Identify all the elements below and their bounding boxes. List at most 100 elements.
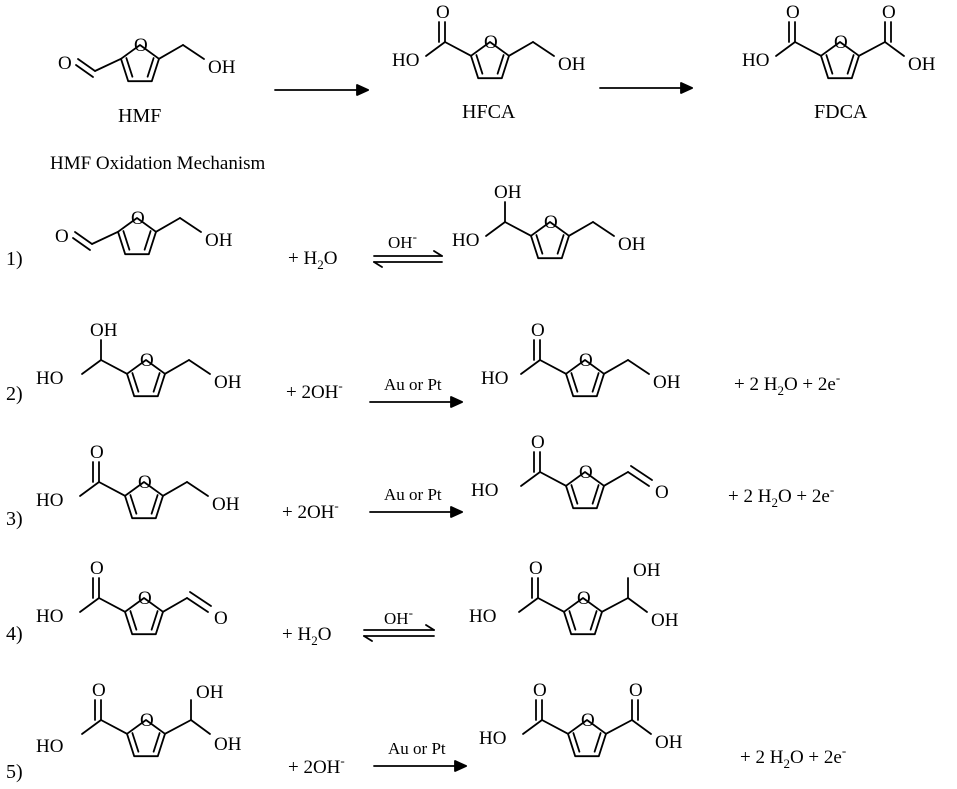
atom-oh: OH [90,320,118,341]
step-5: 5) O HO OH OH O + 2OH- Au or Pt [6,680,846,783]
molecule-fdca: O HO O OH [742,2,936,80]
byproducts: + 2 H2O + 2e- [728,482,834,510]
molecule-formyl-acid: O HO O [471,432,669,510]
reagent: + 2OH- [282,498,339,523]
molecule-acid-hydrate: O HO OH OH [36,680,242,758]
bond [74,231,93,245]
bond [158,44,184,60]
ring-double-bond [593,732,602,753]
atom-o: O [214,608,228,629]
reagent: + 2OH- [288,753,345,778]
bond [520,471,541,487]
ring-double-bond [496,54,505,75]
bond [91,230,119,245]
atom-oh: OH [494,182,522,203]
ring-double-bond [846,54,855,75]
condition: Au or Pt [384,485,442,504]
arrow-head [450,506,463,518]
step-number: 4) [6,623,23,645]
bond [188,359,211,375]
ring-double-bond [475,54,484,75]
molecule-hfca: O HO OH [392,2,586,80]
furan-ring [565,471,605,510]
bond [81,719,102,735]
ring-oxygen: O [581,710,595,731]
atom-ho: HO [479,728,506,749]
step-2: 2) OH HO OH O + 2OH- Au or Pt O [6,320,840,408]
arrow-head [680,82,693,94]
atom-oh: OH [651,610,679,631]
ring-double-bond [150,494,159,515]
ring-oxygen: O [579,350,593,371]
atom-o: O [629,680,643,701]
arrow-half-head [433,250,443,257]
bond [518,597,539,613]
ring-oxygen: O [579,462,593,483]
bond [537,597,565,613]
byproducts: + 2 H2O + 2e- [734,370,840,398]
ring-double-bond [556,234,565,255]
reagent: + 2OH- [286,378,343,403]
furan-ring [124,597,164,636]
step-number: 3) [6,508,23,530]
furan-ring [530,221,570,260]
bond [444,41,472,57]
ring-oxygen: O [131,208,145,229]
molecule-hmf: O OH [55,217,233,256]
bond [603,471,629,487]
bond [794,41,822,57]
ring-oxygen: O [484,32,498,53]
arrow-head [356,84,369,96]
ring-double-bond [591,372,600,393]
bond [504,221,532,237]
bond [627,471,650,487]
atom-oh: OH [214,372,242,393]
ring-double-bond [131,372,140,393]
ring-double-bond [122,230,131,251]
furan-ring [563,597,603,636]
bond [186,481,209,497]
condition: Au or Pt [388,739,446,758]
ring-double-bond [146,57,155,78]
furan-ring [120,44,160,83]
arrow-half-head [373,261,383,268]
molecule-hfca: O HO OH [481,320,681,398]
condition: OH- [388,229,417,252]
atom-oh: OH [653,372,681,393]
step-1: 1) O OH O + H2O OH- OH HO [6,182,646,272]
ring-double-bond [131,732,140,753]
bond [182,44,205,60]
atom-o: O [529,558,543,579]
step-4: 4) O HO O O + H2O OH- [6,558,679,648]
ring-double-bond [125,57,134,78]
bond [164,719,192,735]
atom-oh: OH [655,732,683,753]
bond [627,597,648,613]
ring-double-bond [129,610,138,631]
mechanism-title: HMF Oxidation Mechanism [50,153,266,174]
bond [532,41,555,57]
atom-ho: HO [471,480,498,501]
ring-oxygen: O [834,32,848,53]
bond [520,359,541,375]
furan-ring [126,719,166,758]
bond [592,221,615,237]
bond [858,41,886,57]
bond [100,359,128,375]
ring-double-bond [535,234,544,255]
atom-oh: OH [908,54,936,75]
bond [190,719,211,735]
ring-double-bond [589,610,598,631]
bond [631,719,652,735]
atom-o: O [531,320,545,341]
condition: OH- [384,605,413,628]
atom-ho: HO [36,606,63,627]
label-hfca: HFCA [462,101,516,123]
atom-o: O [90,442,104,463]
atom-o: O [655,482,669,503]
bond [508,41,534,57]
step-3: 3) O HO OH O + 2OH- Au or Pt O [6,432,834,530]
furan-ring [567,719,607,758]
ring-double-bond [150,610,159,631]
molecule-fdca: O HO O OH [479,680,683,758]
